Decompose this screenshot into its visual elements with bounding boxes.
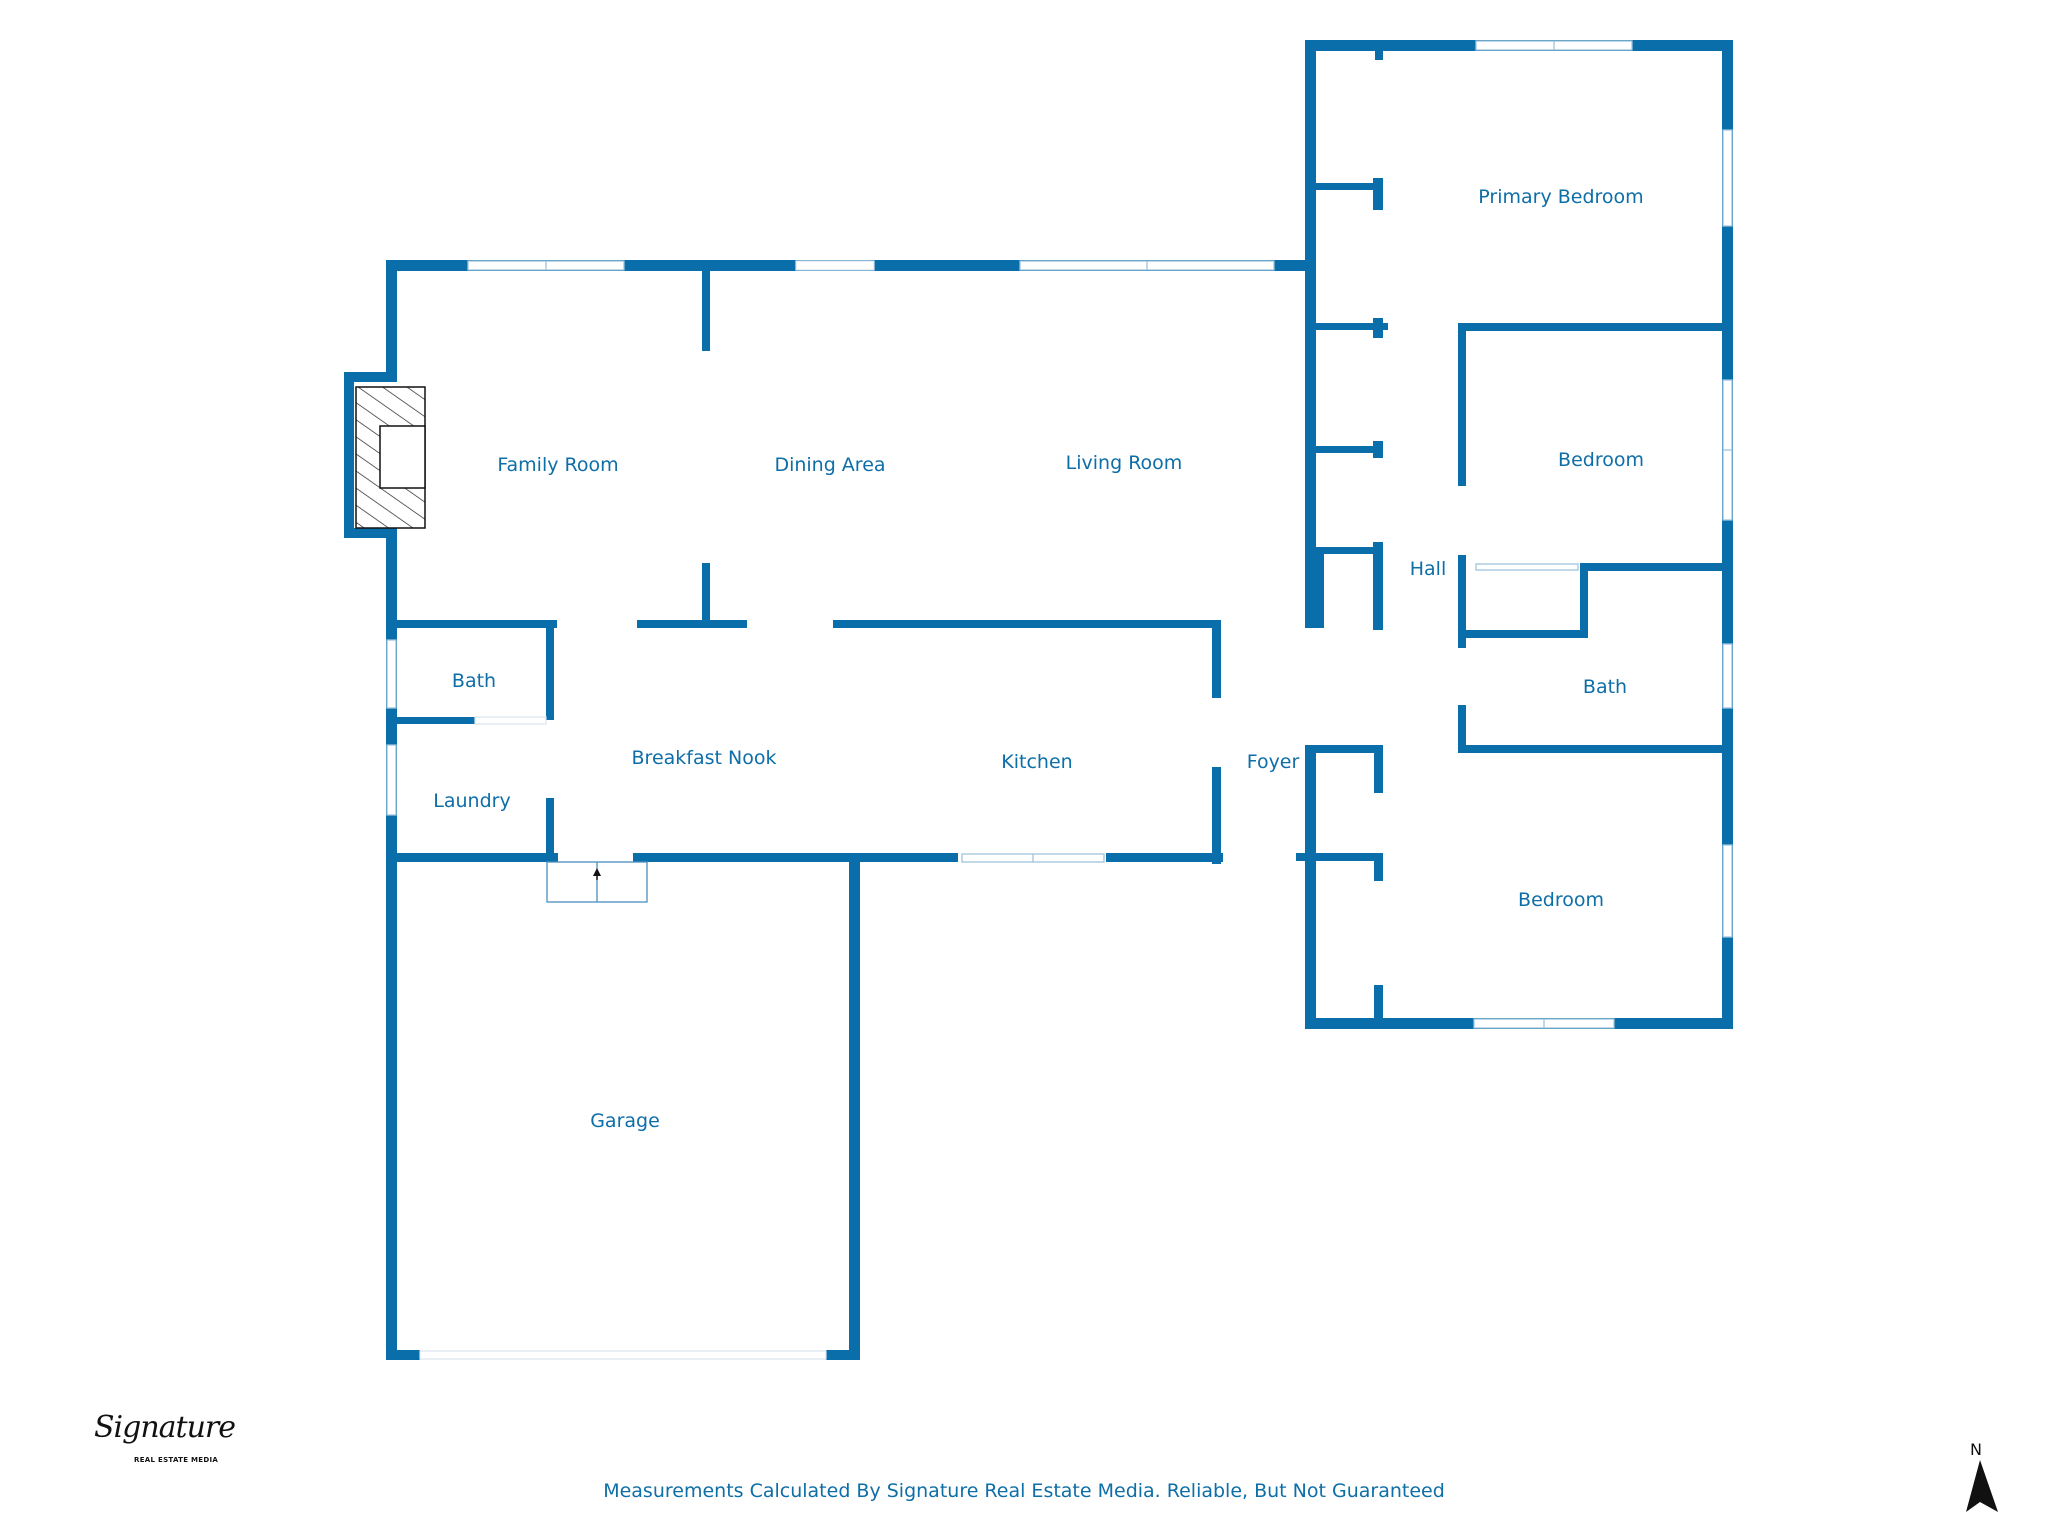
wall	[1310, 183, 1380, 190]
wall	[344, 372, 397, 382]
wall	[702, 563, 710, 625]
room-labels: Primary Bedroom Family Room Dining Area …	[433, 186, 1644, 1132]
wall	[546, 620, 554, 720]
room-label-garage: Garage	[590, 1110, 660, 1132]
room-label-dining-area: Dining Area	[774, 454, 885, 476]
wall	[833, 620, 1221, 628]
room-label-family-room: Family Room	[497, 454, 618, 476]
wall	[1374, 985, 1383, 1025]
wall	[1296, 853, 1316, 861]
wall	[1722, 40, 1733, 1028]
disclaimer-text: Measurements Calculated By Signature Rea…	[603, 1480, 1445, 1502]
wall	[1305, 40, 1316, 628]
window	[1722, 129, 1733, 227]
window	[1475, 563, 1579, 571]
wall	[1373, 441, 1383, 458]
opening	[474, 716, 547, 725]
wall	[546, 798, 554, 860]
wall	[1373, 542, 1383, 630]
wall	[1310, 446, 1380, 453]
opening	[795, 260, 875, 271]
wall	[1374, 745, 1383, 793]
window	[1722, 643, 1733, 709]
wall	[1310, 853, 1382, 861]
wall	[826, 1350, 860, 1360]
step-arrow-icon	[593, 868, 601, 876]
room-label-bedroom-lower: Bedroom	[1518, 889, 1604, 911]
wall	[1212, 620, 1221, 698]
wall	[391, 853, 558, 862]
wall	[637, 620, 747, 628]
company-logo: Signature REAL ESTATE MEDIA	[70, 1400, 236, 1490]
window	[386, 639, 397, 709]
wall	[1580, 563, 1588, 636]
room-label-breakfast-nook: Breakfast Nook	[632, 747, 777, 769]
wall	[391, 620, 557, 628]
wall	[1106, 853, 1223, 862]
wall	[386, 1350, 420, 1360]
room-label-bath-right: Bath	[1583, 676, 1627, 698]
window	[1722, 844, 1733, 938]
wall	[1316, 552, 1324, 628]
wall	[1212, 767, 1221, 864]
room-label-foyer: Foyer	[1247, 751, 1300, 773]
wall	[1375, 48, 1383, 60]
wall	[1373, 178, 1383, 210]
room-label-bedroom-upper: Bedroom	[1558, 449, 1644, 471]
wall	[344, 372, 354, 538]
wall	[344, 528, 397, 538]
room-label-living-room: Living Room	[1066, 452, 1183, 474]
wall	[1310, 745, 1382, 753]
wall	[1462, 630, 1588, 638]
garage-step	[546, 861, 648, 903]
wall	[386, 632, 397, 640]
wall	[1305, 745, 1316, 1028]
logo-script: Signature	[94, 1410, 236, 1445]
openings	[419, 260, 875, 1360]
wall	[849, 853, 860, 1360]
wall	[391, 717, 475, 724]
room-label-hall: Hall	[1410, 558, 1447, 580]
wall	[386, 260, 397, 372]
walls	[344, 40, 1733, 1360]
wall	[1458, 745, 1728, 753]
room-label-bath-left: Bath	[452, 670, 496, 692]
compass: N	[1962, 1440, 2022, 1530]
fireplace	[355, 386, 426, 529]
wall	[1580, 563, 1730, 571]
logo-subtitle: REAL ESTATE MEDIA	[134, 1456, 219, 1464]
north-arrow-icon	[1966, 1460, 1998, 1512]
room-label-laundry: Laundry	[433, 790, 510, 812]
window	[386, 744, 397, 816]
wall	[702, 266, 710, 351]
wall	[1310, 323, 1388, 330]
windows	[386, 40, 1733, 1029]
wall	[1458, 323, 1728, 331]
opening	[419, 1350, 827, 1360]
room-label-kitchen: Kitchen	[1001, 751, 1072, 773]
wall	[1458, 323, 1466, 486]
room-label-primary-bedroom: Primary Bedroom	[1478, 186, 1643, 208]
wall	[1458, 555, 1466, 648]
compass-north-label: N	[1970, 1440, 1982, 1459]
wall	[1373, 318, 1383, 338]
wall	[1310, 547, 1380, 554]
wall	[1374, 853, 1383, 881]
wall	[386, 528, 397, 1360]
wall	[1458, 705, 1466, 750]
wall	[633, 853, 958, 862]
